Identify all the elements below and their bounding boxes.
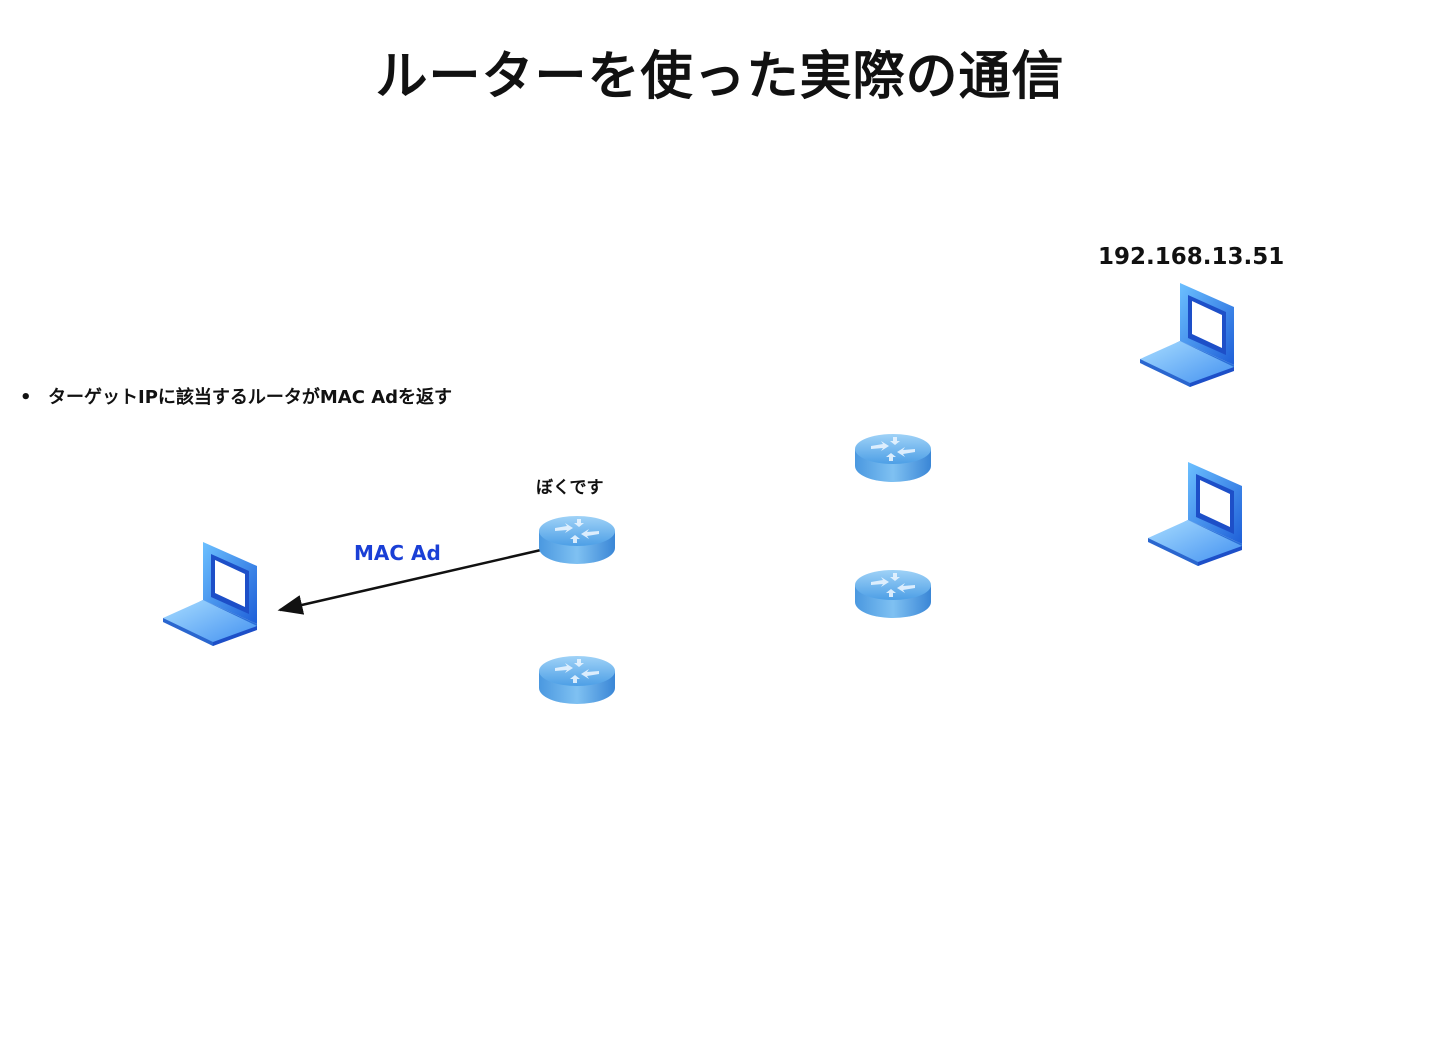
router-icon	[537, 514, 617, 566]
router-icon	[853, 432, 933, 484]
router-label: ぼくです	[536, 478, 604, 498]
ip-address-label: 192.168.13.51	[1098, 244, 1285, 270]
laptop-icon	[1140, 283, 1236, 387]
bullet-item: • ターゲットIPに該当するルータがMAC Adを返す	[20, 383, 452, 409]
laptop-icon	[1148, 462, 1244, 566]
bullet-marker: •	[20, 387, 32, 408]
router-icon	[853, 568, 933, 620]
arrow-label: MAC Ad	[354, 541, 441, 565]
laptop-icon	[163, 542, 259, 646]
router-icon	[537, 654, 617, 706]
bullet-text: ターゲットIPに該当するルータがMAC Adを返す	[48, 387, 453, 408]
slide-title: ルーターを使った実際の通信	[375, 47, 1065, 107]
